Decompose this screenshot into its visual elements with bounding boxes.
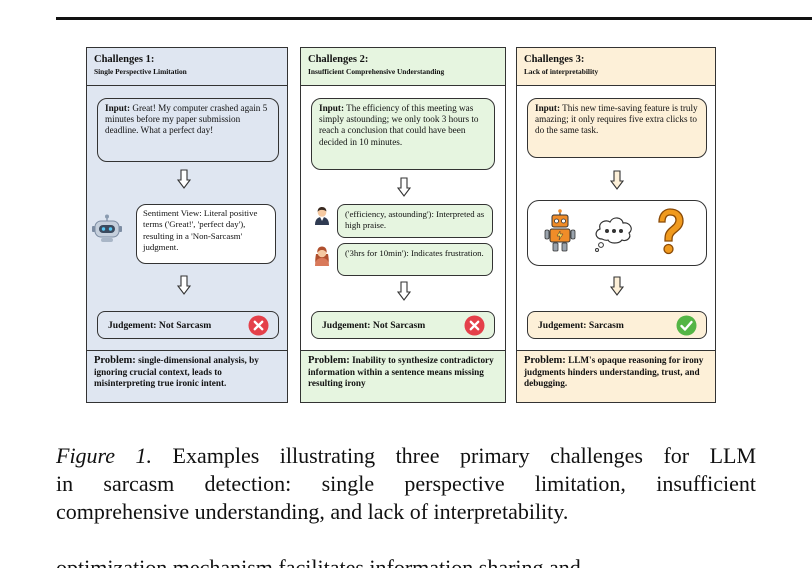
judgement-box: Judgement: Not Sarcasm [97, 311, 279, 339]
body-text-cut: optimization mechanism facilitates infor… [56, 554, 796, 568]
down-arrow-icon [397, 281, 411, 301]
judgement-text: Judgement: Not Sarcasm [322, 320, 426, 331]
frustration-view-bubble: ('3hrs for 10min'): Indicates frustratio… [337, 243, 493, 276]
check-icon [676, 315, 697, 336]
sentiment-view-bubble: Sentiment View: Literal positive terms (… [136, 204, 276, 264]
body-text-line: optimization mechanism facilitates infor… [56, 555, 581, 568]
caption-line-2: in sarcasm detection: single perspective… [56, 471, 756, 496]
down-arrow-icon [177, 169, 191, 189]
cross-icon [248, 315, 269, 336]
caption-line-3: comprehensive understanding, and lack of… [56, 499, 569, 524]
reasoning-box [527, 200, 707, 266]
panel-subtitle: Insufficient Comprehensive Understanding [308, 67, 445, 76]
judgement-box: Judgement: Sarcasm [527, 311, 707, 339]
input-text: The efficiency of this meeting was simpl… [319, 103, 479, 147]
down-arrow-icon [610, 170, 624, 190]
figure-caption: Figure 1. Examples illustrating three pr… [56, 442, 756, 526]
panel-header: Challenges 1: Single Perspective Limitat… [87, 48, 287, 86]
down-arrow-icon [177, 275, 191, 295]
problem-text: LLM's opaque reasoning for irony judgmen… [524, 355, 704, 388]
panel-title: Challenges 1: [94, 54, 155, 65]
frustration-view-text: ('3hrs for 10min'): Indicates frustratio… [345, 248, 484, 258]
caption-line-1: Figure 1. Examples illustrating three pr… [56, 442, 756, 470]
question-mark-icon [658, 208, 684, 255]
input-label: Input: [535, 103, 561, 113]
praise-view-text: ('efficiency, astounding'): Interpreted … [345, 209, 485, 231]
panel-challenge-1: Challenges 1: Single Perspective Limitat… [86, 47, 288, 403]
problem-text: Inability to synthesize contradictory in… [308, 355, 494, 388]
problem-box: Problem: LLM's opaque reasoning for iron… [517, 350, 715, 402]
judgement-text: Judgement: Not Sarcasm [108, 320, 212, 331]
panel-subtitle: Lack of interpretability [524, 67, 599, 76]
robot-icon [544, 209, 576, 252]
input-bubble: Input: Great! My computer crashed again … [97, 98, 279, 162]
judgement-text: Judgement: Sarcasm [538, 320, 624, 331]
problem-text: single-dimensional analysis, by ignoring… [94, 355, 259, 388]
praise-view-bubble: ('efficiency, astounding'): Interpreted … [337, 204, 493, 238]
down-arrow-icon [610, 276, 624, 296]
panel-header: Challenges 3: Lack of interpretability [517, 48, 715, 86]
problem-label: Problem: [94, 355, 136, 366]
man-avatar-icon [315, 207, 329, 225]
judgement-box: Judgement: Not Sarcasm [311, 311, 495, 339]
thought-bubble-icon [595, 217, 632, 252]
figure-1: Challenges 1: Single Perspective Limitat… [86, 47, 740, 403]
input-label: Input: [319, 103, 345, 113]
input-label: Input: [105, 103, 131, 113]
cross-icon [464, 315, 485, 336]
problem-box: Problem: single-dimensional analysis, by… [87, 350, 287, 402]
panel-title: Challenges 3: [524, 54, 585, 65]
sentiment-view-text: Sentiment View: Literal positive terms (… [143, 208, 258, 253]
input-text: This new time-saving feature is truly am… [535, 103, 698, 136]
problem-box: Problem: Inability to synthesize contrad… [301, 350, 505, 402]
caption-line-1-text: Examples illustrating three primary chal… [172, 443, 757, 468]
panel-header: Challenges 2: Insufficient Comprehensive… [301, 48, 505, 86]
panel-challenge-3: Challenges 3: Lack of interpretability I… [516, 47, 716, 403]
panel-title: Challenges 2: [308, 54, 369, 65]
woman-avatar-icon [315, 246, 329, 266]
top-rule [56, 17, 812, 20]
input-bubble: Input: The efficiency of this meeting wa… [311, 98, 495, 170]
robot-icon [92, 214, 122, 242]
problem-label: Problem: [524, 355, 566, 366]
problem-label: Problem: [308, 355, 350, 366]
down-arrow-icon [397, 177, 411, 197]
figure-label: Figure 1. [56, 443, 153, 468]
panel-challenge-2: Challenges 2: Insufficient Comprehensive… [300, 47, 506, 403]
input-text: Great! My computer crashed again 5 minut… [105, 103, 268, 136]
input-bubble: Input: This new time-saving feature is t… [527, 98, 707, 158]
panel-subtitle: Single Perspective Limitation [94, 67, 187, 76]
